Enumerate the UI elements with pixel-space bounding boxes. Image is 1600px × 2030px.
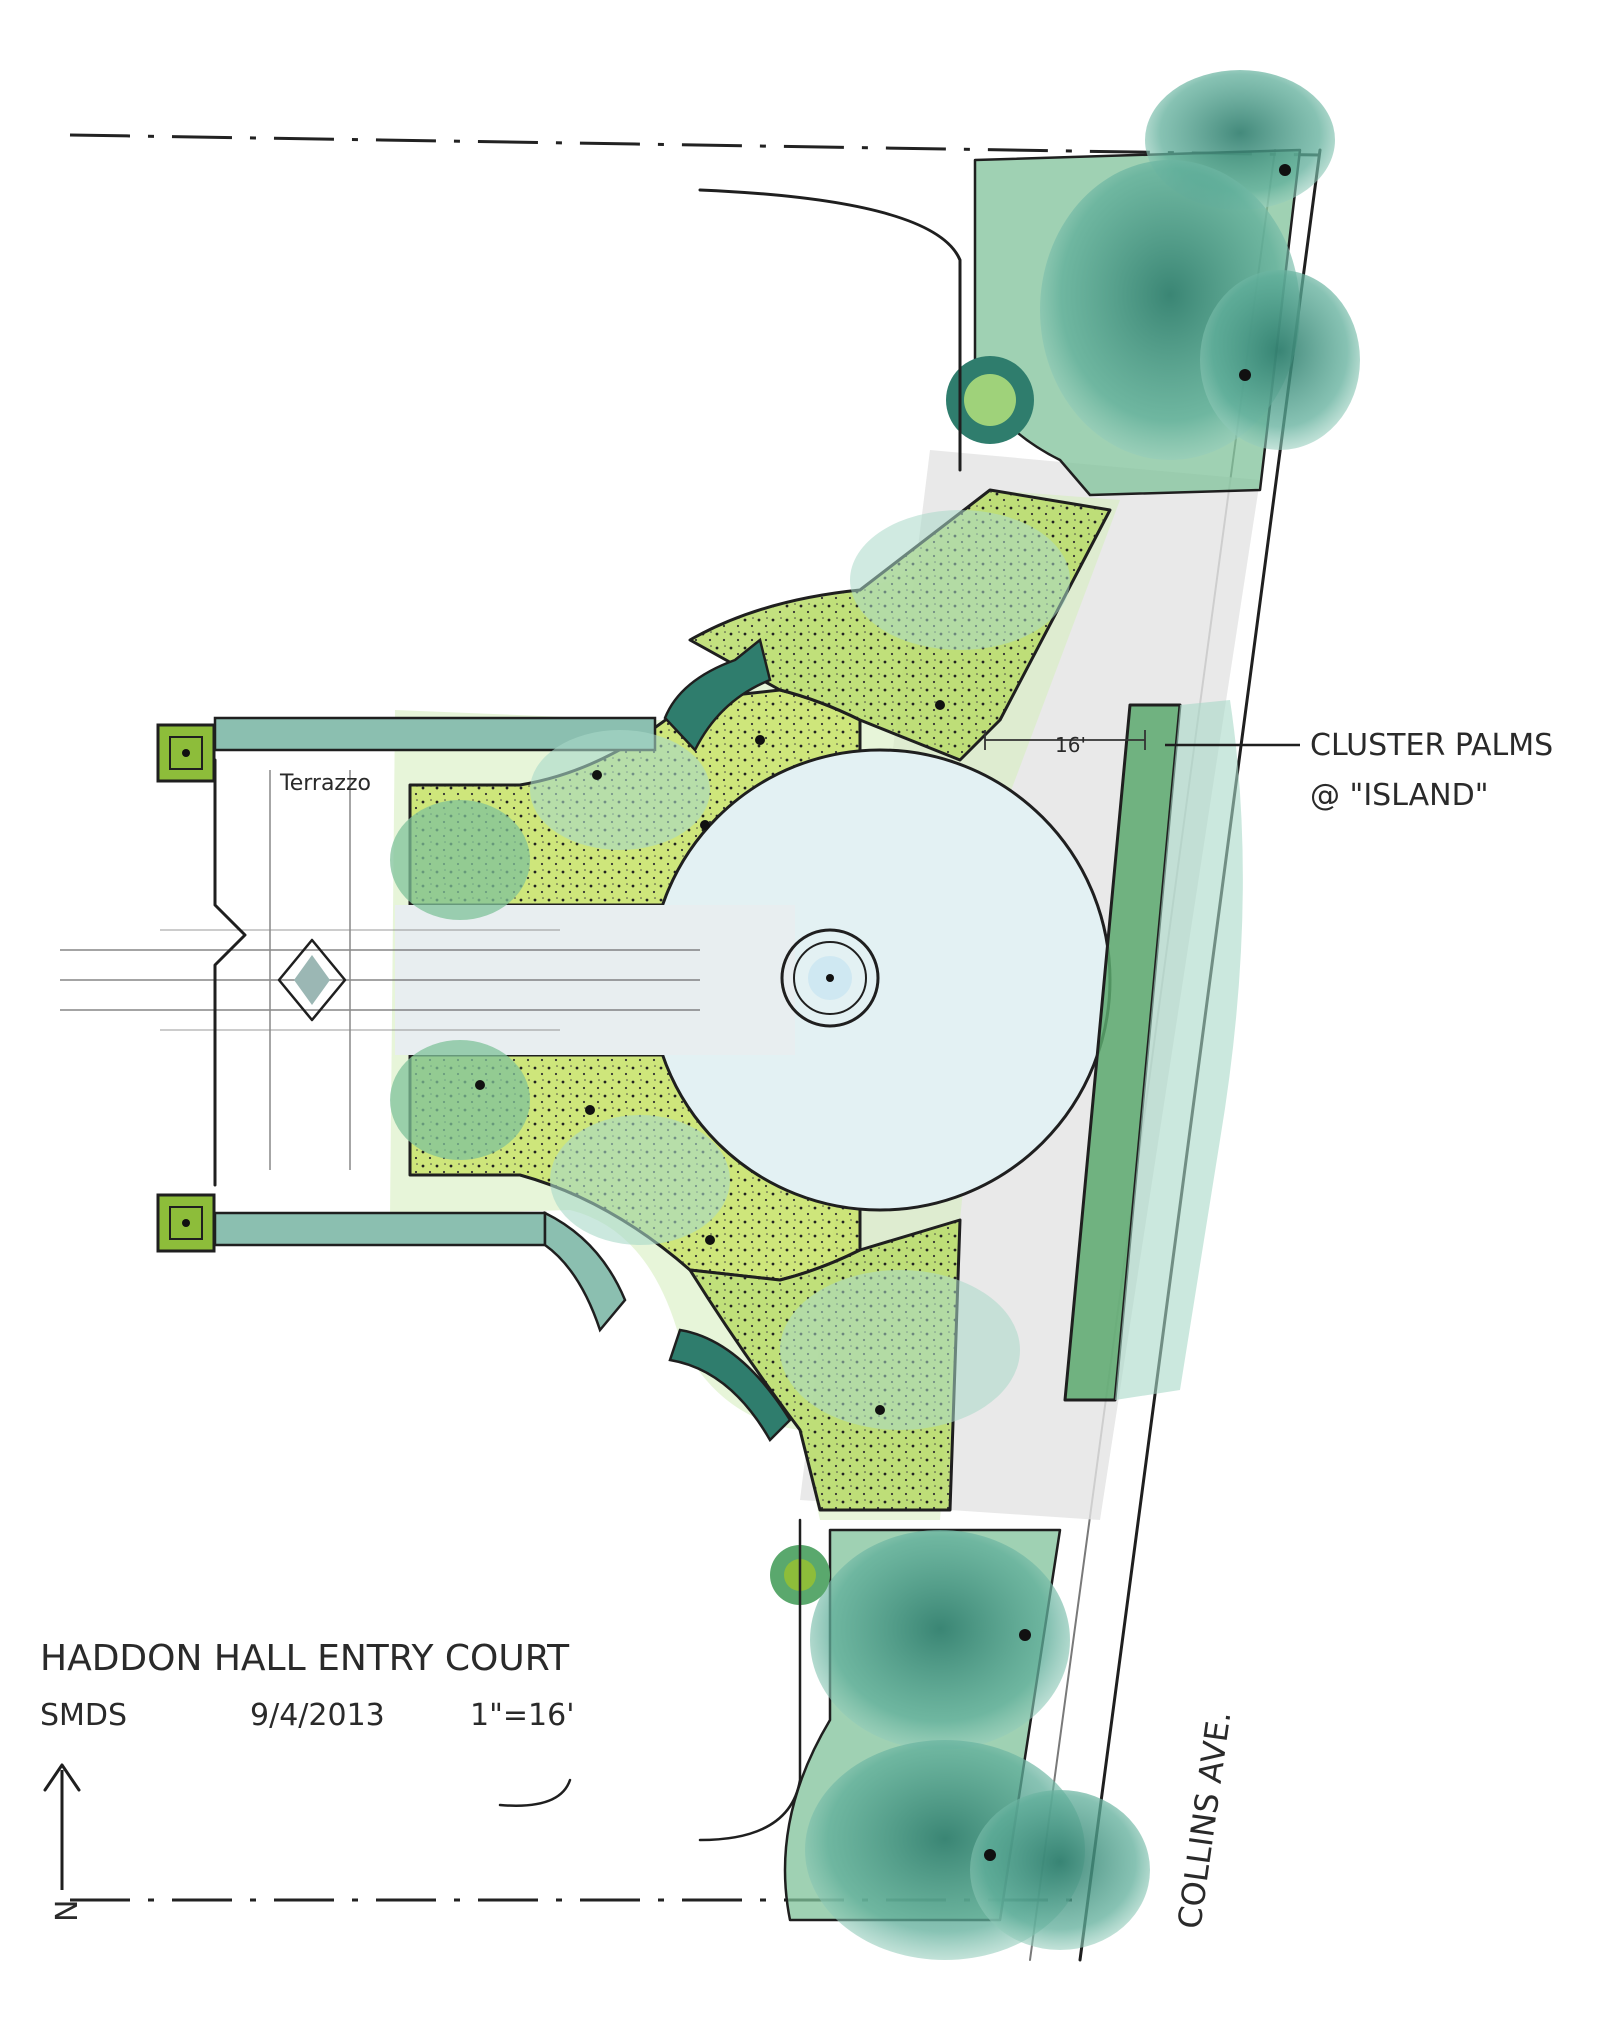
- callout-line-2: @ "ISLAND": [1310, 778, 1489, 813]
- terrace-label: Terrazzo: [279, 771, 371, 796]
- shrub-masses: [390, 510, 1070, 1430]
- drawing-title: HADDON HALL ENTRY COURT: [40, 1638, 570, 1679]
- street-label: COLLINS AVE.: [1170, 1709, 1238, 1931]
- motor-court-circle: [648, 748, 1112, 1212]
- drawing-author: SMDS: [40, 1698, 127, 1733]
- drawing-scale: 1"=16': [470, 1698, 574, 1733]
- northeast-planting-bed: [946, 70, 1360, 497]
- terrace: [213, 758, 351, 1187]
- dimension-marker: [984, 730, 1146, 750]
- entry-walkway: [60, 905, 795, 1055]
- fountain: [780, 928, 880, 1028]
- north-label: N: [50, 1900, 85, 1922]
- dimension-label: 16': [1055, 733, 1086, 757]
- terrace-walls: [213, 637, 792, 1443]
- drawing-date: 9/4/2013: [250, 1698, 385, 1733]
- north-arrow-icon: [43, 1763, 81, 1890]
- corner-planters: [156, 723, 216, 1253]
- callout-line-1: CLUSTER PALMS: [1310, 728, 1553, 763]
- southeast-planting-bed: [770, 1528, 1150, 1960]
- driveway-curbs: [498, 188, 962, 1842]
- island-planter: [1063, 700, 1243, 1402]
